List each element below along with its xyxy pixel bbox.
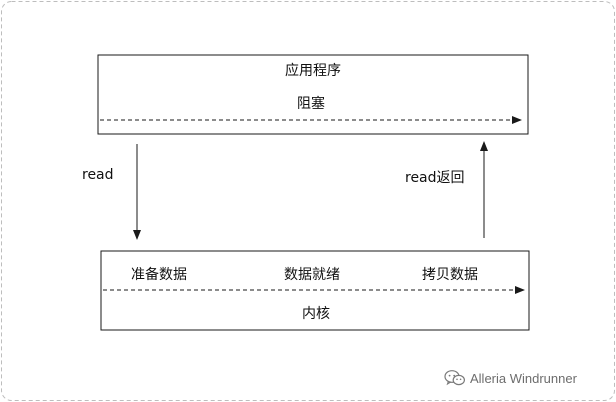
- copy-data-label: 拷贝数据: [422, 267, 478, 283]
- wechat-icon: [444, 369, 466, 387]
- kernel-title: 内核: [302, 306, 330, 322]
- read-call-label: read: [82, 167, 114, 183]
- application-title: 应用程序: [285, 63, 341, 79]
- watermark: Alleria Windrunner: [444, 369, 577, 387]
- kernel-box: [100, 250, 530, 331]
- application-box: [97, 54, 529, 135]
- watermark-text: Alleria Windrunner: [470, 370, 577, 386]
- blocked-label: 阻塞: [297, 96, 325, 112]
- data-ready-label: 数据就绪: [284, 267, 340, 283]
- read-return-label: read返回: [405, 170, 465, 186]
- prepare-data-label: 准备数据: [131, 267, 187, 283]
